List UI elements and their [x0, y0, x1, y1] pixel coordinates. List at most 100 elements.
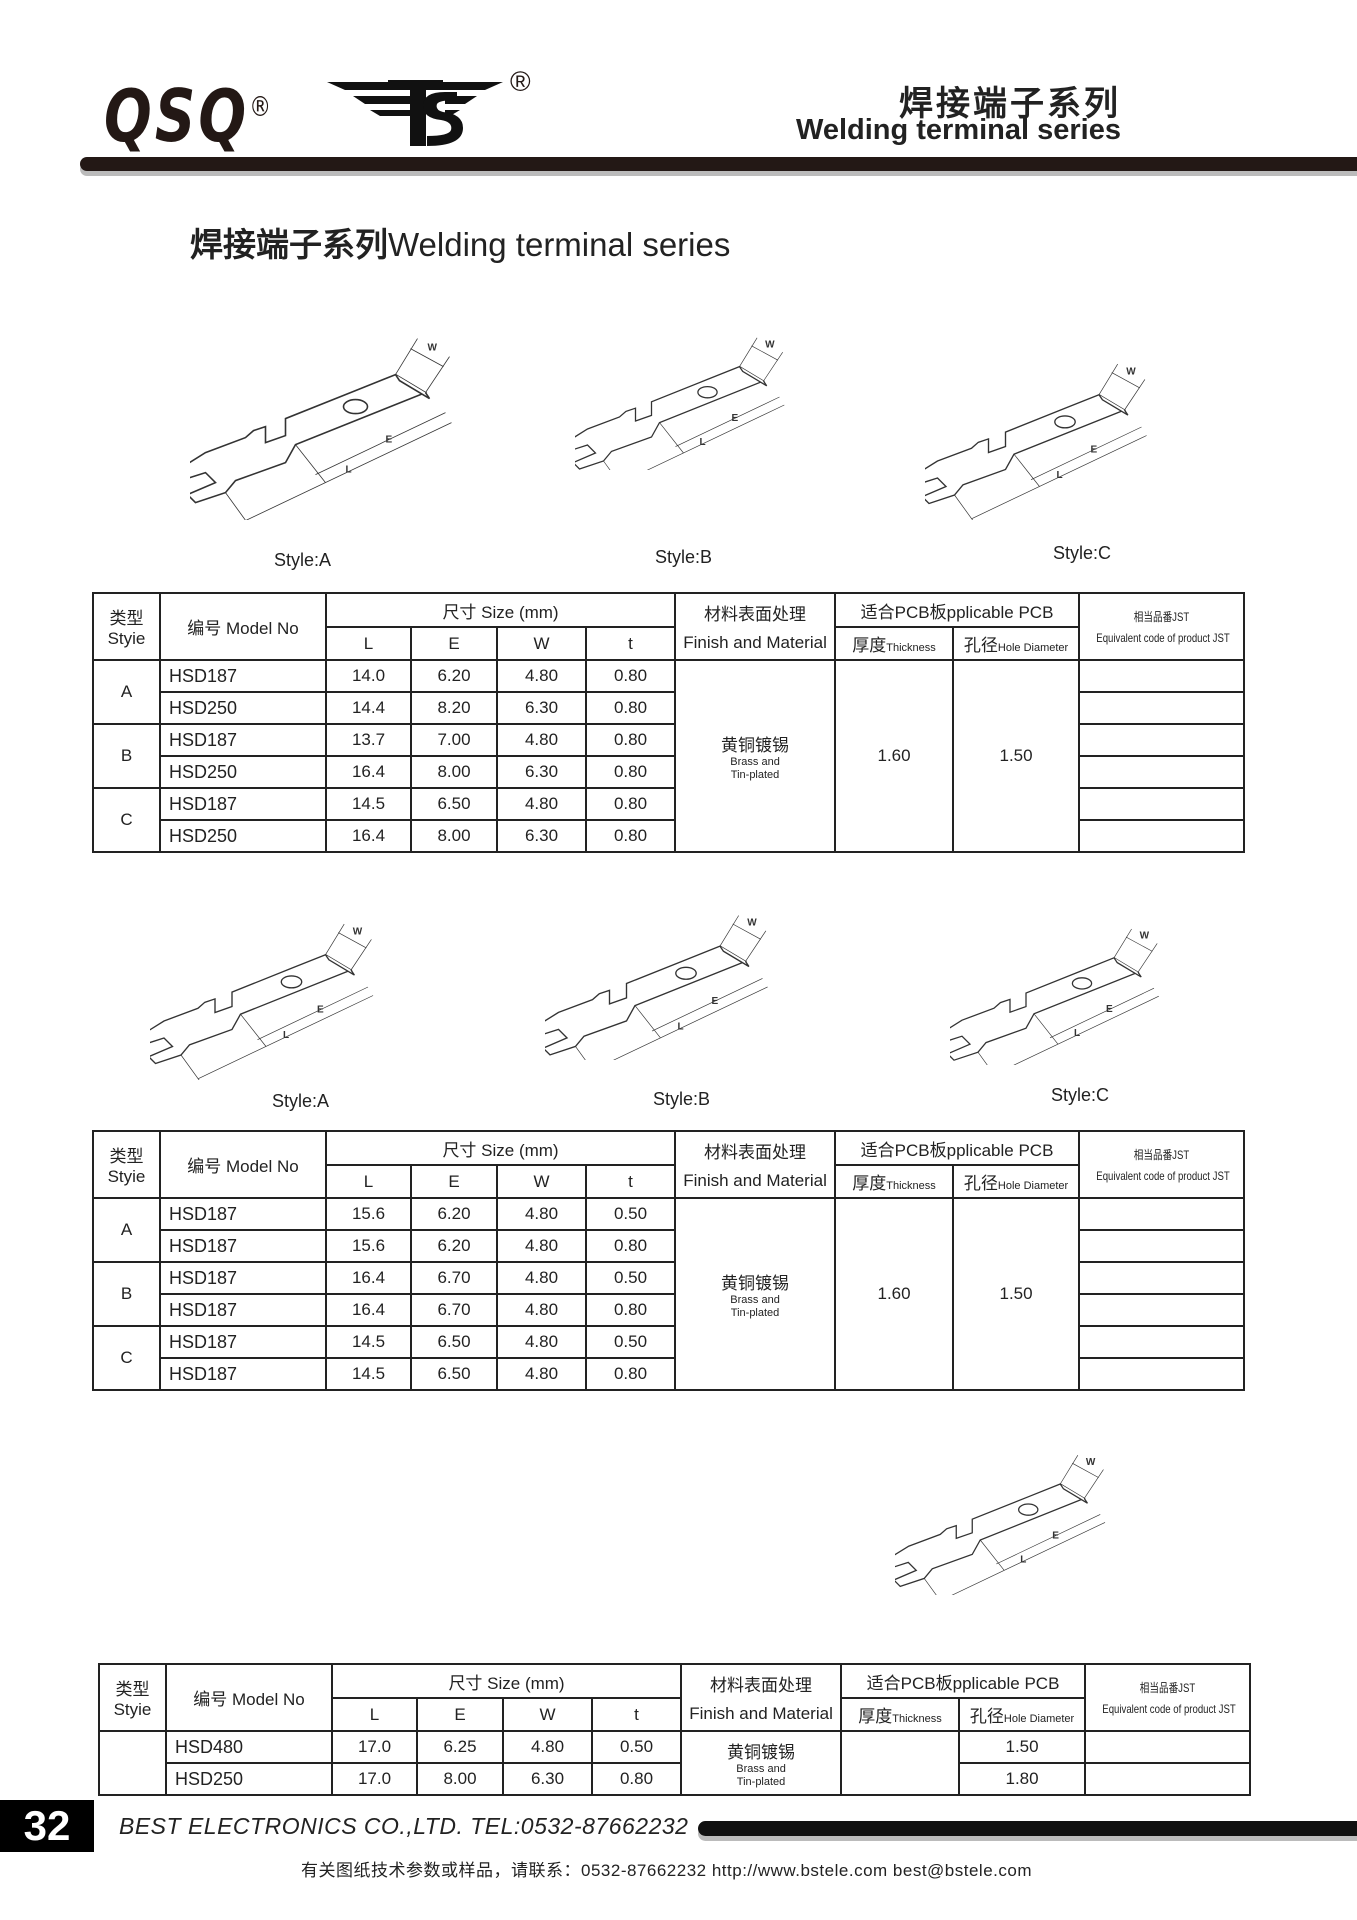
size-col-t: t: [584, 626, 677, 661]
bs-logo: ®: [325, 66, 565, 150]
model-cell: HSD187: [159, 1357, 327, 1391]
dim-label-l: L: [283, 1030, 289, 1041]
size-L-cell: 16.4: [325, 1261, 412, 1295]
size-L-cell: 16.4: [325, 819, 412, 853]
size-t-cell: 0.80: [584, 819, 677, 853]
size-t-cell: 0.80: [584, 1357, 677, 1391]
size-header: 尺寸 Size (mm): [324, 1130, 677, 1166]
size-t-cell: 0.80: [584, 787, 677, 821]
dim-label-e: E: [317, 1005, 324, 1016]
dim-label-w: W: [765, 339, 775, 350]
style-label: Style:B: [655, 547, 713, 567]
model-header: 编号 Model No: [159, 1130, 327, 1199]
style-cell: A: [92, 1197, 161, 1263]
size-col-t: t: [584, 1164, 677, 1199]
thickness-cell: [840, 1730, 961, 1796]
size-L-cell: 13.7: [325, 723, 412, 757]
jst-cell: [1078, 1325, 1246, 1359]
terminal-drawing: W E L: [190, 338, 452, 520]
model-cell: HSD187: [159, 1293, 327, 1327]
size-L-cell: 14.5: [325, 1325, 412, 1359]
style-label: Style:A: [272, 1091, 330, 1111]
size-t-cell: 0.80: [584, 659, 677, 693]
size-L-cell: 16.4: [325, 755, 412, 789]
size-E-cell: 6.50: [410, 787, 498, 821]
contact-line: 有关图纸技术参数或样品，请联系：0532-87662232 http://www…: [301, 1861, 1032, 1880]
terminal-drawing: W E L: [575, 337, 785, 470]
jst-cell: [1078, 659, 1246, 693]
size-E-cell: 6.25: [416, 1730, 504, 1764]
registered-mark: ®: [510, 66, 531, 97]
size-col-t: t: [590, 1697, 683, 1732]
style-cell: C: [92, 1325, 161, 1391]
size-E-cell: 6.50: [410, 1357, 498, 1391]
thickness-cell: 1.60: [834, 1197, 955, 1391]
dim-label-e: E: [712, 996, 719, 1007]
size-E-cell: 8.00: [410, 819, 498, 853]
size-L-cell: 16.4: [325, 1293, 412, 1327]
size-E-cell: 6.50: [410, 1325, 498, 1359]
jst-cell: [1078, 1293, 1246, 1327]
size-col-L: L: [325, 1164, 412, 1199]
dim-label-w: W: [1086, 1457, 1096, 1468]
jst-cell: [1078, 691, 1246, 725]
dim-label-w: W: [747, 918, 757, 929]
size-t-cell: 0.50: [584, 1197, 677, 1231]
header-divider: [80, 157, 1357, 171]
size-col-E: E: [410, 1164, 498, 1199]
size-t-cell: 0.80: [590, 1762, 683, 1796]
jst-cell: [1078, 787, 1246, 821]
size-W-cell: 4.80: [496, 787, 587, 821]
size-t-cell: 0.80: [584, 691, 677, 725]
size-E-cell: 6.70: [410, 1261, 498, 1295]
size-header: 尺寸 Size (mm): [324, 592, 677, 628]
bs-wings-logo-icon: [327, 80, 503, 146]
size-E-cell: 6.70: [410, 1293, 498, 1327]
style-cell: C: [92, 787, 161, 853]
style-cell: B: [92, 723, 161, 789]
model-cell: HSD187: [159, 787, 327, 821]
size-t-cell: 0.50: [584, 1261, 677, 1295]
thickness-cell: 1.60: [834, 659, 955, 853]
pcb-header: 适合PCB板pplicable PCB: [840, 1663, 1087, 1699]
model-cell: HSD250: [159, 755, 327, 789]
model-cell: HSD187: [159, 1261, 327, 1295]
size-col-W: W: [496, 1164, 587, 1199]
size-E-cell: 8.00: [410, 755, 498, 789]
size-t-cell: 0.80: [584, 723, 677, 757]
size-t-cell: 0.50: [584, 1325, 677, 1359]
size-W-cell: 4.80: [502, 1730, 593, 1764]
jst-cell: [1084, 1730, 1252, 1764]
dim-label-w: W: [1126, 366, 1136, 377]
terminal-drawing: W E L: [150, 923, 374, 1080]
size-W-cell: 4.80: [496, 1325, 587, 1359]
model-cell: HSD480: [165, 1730, 333, 1764]
model-cell: HSD187: [159, 1325, 327, 1359]
page-number: 32: [0, 1800, 94, 1852]
jst-cell: [1078, 819, 1246, 853]
size-L-cell: 17.0: [331, 1730, 418, 1764]
size-col-L: L: [331, 1697, 418, 1732]
model-cell: HSD187: [159, 1197, 327, 1231]
section-title: 焊接端子系列Welding terminal series: [190, 226, 731, 263]
size-W-cell: 6.30: [496, 755, 587, 789]
style-cell: A: [92, 659, 161, 725]
thickness-header: 厚度Thickness: [834, 1164, 955, 1199]
size-L-cell: 14.0: [325, 659, 412, 693]
size-L-cell: 14.5: [325, 1357, 412, 1391]
qsq-logo: QSQ®: [104, 74, 275, 158]
size-W-cell: 6.30: [496, 819, 587, 853]
